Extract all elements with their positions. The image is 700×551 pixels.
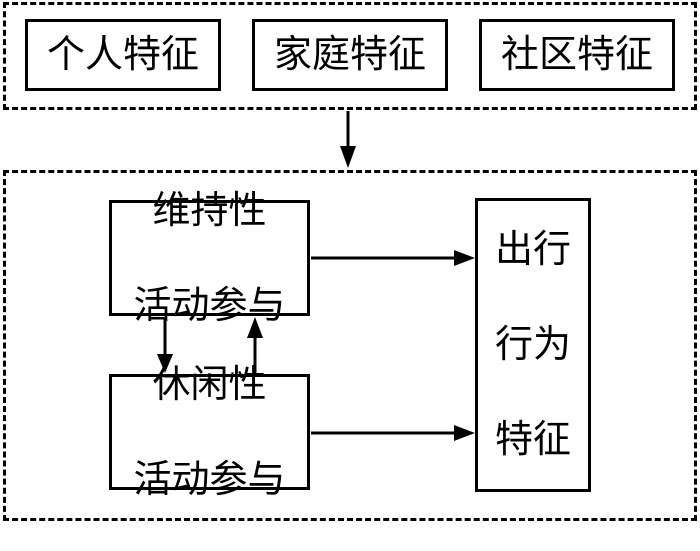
top-factor-group [3,2,697,110]
leisure-activity-line1: 休闲性 [152,361,267,406]
leisure-activity-label: 休闲性 活动参与 [133,313,285,551]
personal-characteristics-label: 个人特征 [46,32,199,77]
community-characteristics-label: 社区特征 [500,32,653,77]
household-characteristics-box: 家庭特征 [252,19,448,91]
travel-behavior-line1: 出行 [494,227,571,272]
community-characteristics-box: 社区特征 [479,19,675,91]
personal-characteristics-box: 个人特征 [25,19,221,91]
maintenance-activity-line1: 维持性 [152,187,267,232]
travel-behavior-line3: 特征 [494,417,571,462]
bottom-activity-group [3,170,697,521]
leisure-activity-box: 休闲性 活动参与 [109,362,310,501]
leisure-activity-line2: 活动参与 [133,456,286,501]
household-characteristics-label: 家庭特征 [273,32,426,77]
travel-behavior-line2: 行为 [494,322,571,367]
travel-behavior-label: 出行 行为 特征 [495,179,571,512]
maintenance-activity-box: 维持性 活动参与 [109,188,310,327]
travel-behavior-box: 出行 行为 特征 [475,198,591,492]
maintenance-activity-label: 维持性 活动参与 [133,139,285,377]
arrow-top-to-bottom [340,111,356,168]
